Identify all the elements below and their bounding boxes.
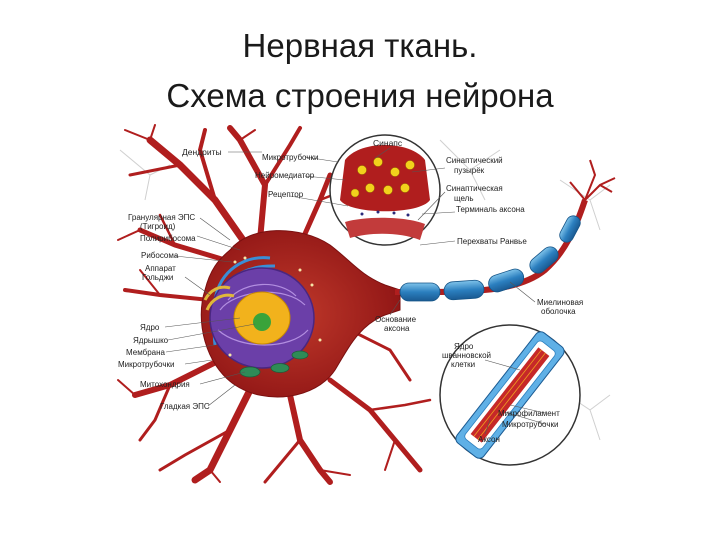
nucleolus	[253, 313, 271, 331]
label-smooth-er: Гладкая ЭПС	[160, 402, 210, 411]
diagram-labels: Дендриты Микротрубочки Нейромедиатор Рец…	[118, 138, 583, 444]
label-granular-er-2: (Тигроид)	[140, 222, 176, 231]
background-dendrites	[119, 139, 611, 441]
label-microtubules-left: Микротрубочки	[118, 360, 174, 369]
dendrite-tree	[117, 124, 432, 485]
label-polyribosome: Полирибосома	[140, 234, 196, 243]
axon-cross-section-inset	[439, 324, 581, 466]
axon-terminal	[569, 159, 616, 201]
label-nucleolus: Ядрышко	[133, 336, 169, 345]
myelin-sheath	[399, 215, 581, 302]
label-myelin-1: Миелиновая	[537, 298, 583, 307]
label-receptor: Рецептор	[268, 190, 304, 199]
slide-title-line-2: Схема строения нейрона	[166, 77, 554, 114]
label-neurotransmitter: Нейромедиатор	[255, 171, 315, 180]
label-myelin-2: оболочка	[541, 307, 576, 316]
leader-lines	[164, 147, 546, 435]
label-ribosome: Рибосома	[141, 251, 179, 260]
label-nucleus: Ядро	[140, 323, 160, 332]
label-schwann-3: клетки	[451, 360, 475, 369]
label-synaptic-cleft-2: щель	[454, 194, 474, 203]
label-microtubules-top: Микротрубочки	[262, 153, 318, 162]
label-golgi-1: Аппарат	[145, 264, 176, 273]
label-synaptic-cleft-1: Синаптическая	[446, 184, 503, 193]
label-synaptic-vesicle-1: Синаптический	[446, 156, 503, 165]
label-mitochondria: Митохондрия	[140, 380, 190, 389]
label-schwann-1: Ядро	[454, 342, 474, 351]
label-axon-hillock-1: Основание	[375, 315, 417, 324]
ribosomes	[228, 256, 322, 357]
label-granular-er-1: Гранулярная ЭПС	[128, 213, 195, 222]
label-microfilament: Микрофиламент	[498, 409, 560, 418]
label-axon-terminal: Терминаль аксона	[456, 205, 525, 214]
label-dendrites: Дендриты	[182, 147, 222, 157]
label-synaptic-vesicle-2: пузырёк	[454, 166, 485, 175]
golgi-apparatus	[203, 285, 235, 311]
label-synapse: Синапс	[373, 138, 403, 148]
label-axon-hillock-2: аксона	[384, 324, 410, 333]
label-golgi-2: Гольджи	[142, 273, 173, 282]
label-schwann-2: шванновской	[442, 351, 491, 360]
label-membrane: Мембрана	[126, 348, 166, 357]
label-axon: Аксон	[478, 435, 500, 444]
synapse-inset	[329, 134, 441, 246]
slide-title-line-1: Нервная ткань.	[242, 27, 478, 64]
label-microtubules-right: Микротрубочки	[502, 420, 558, 429]
label-ranvier: Перехваты Ранвье	[457, 237, 527, 246]
mitochondria	[239, 350, 309, 378]
